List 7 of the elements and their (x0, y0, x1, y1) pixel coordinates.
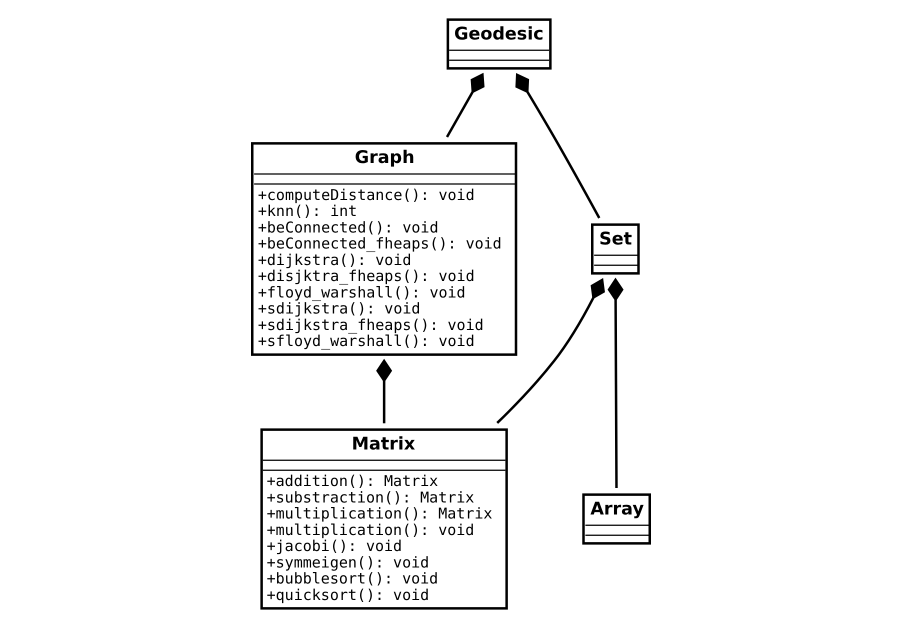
node-box: Geodesic (446, 18, 552, 70)
node-box: Matrix +addition(): Matrix +substraction(): Matrix +multiplication(): Matrix +multiplication(): void +jacobi(): void +symmeigen(): void +bubblesort(): void +quicksort(): void (260, 428, 508, 610)
connector (496, 278, 604, 424)
connector (445, 72, 484, 138)
connector (514, 72, 600, 219)
connector (607, 278, 624, 488)
connector (376, 358, 392, 424)
